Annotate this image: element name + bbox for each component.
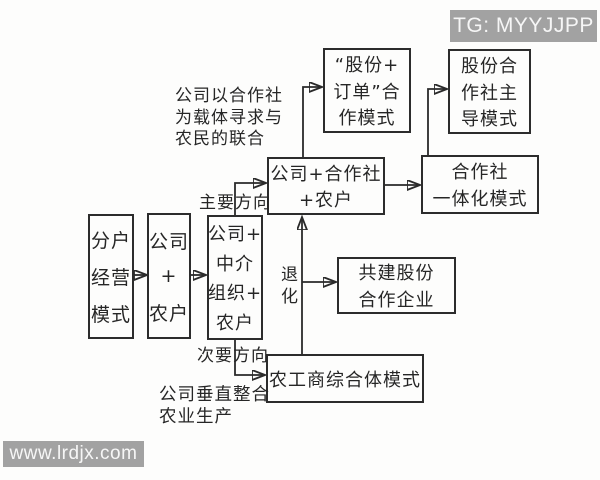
node-text-line: 导模式 <box>461 109 518 131</box>
note-text-line: 农民的联合 <box>175 129 265 149</box>
node-text-line: 农户 <box>216 312 254 334</box>
watermark-website: www.lrdjx.com <box>3 441 144 467</box>
node-company-plus-farmer: 公司 + 农户 <box>147 213 191 339</box>
label-char: 退 <box>281 265 299 285</box>
node-text-line: 农户 <box>149 302 190 325</box>
watermark-telegram: TG: MYYJJPP <box>450 10 597 42</box>
node-share-order-cooperation-mode: “股份+ 订单”合 作模式 <box>323 48 411 133</box>
node-text-line: 共建股份 <box>358 263 435 285</box>
label-secondary-direction: 次要方向 <box>197 346 269 366</box>
node-agri-industry-commerce-complex-mode: 农工商综合体模式 <box>266 354 424 403</box>
note-text-line: 公司以合作社 <box>175 86 283 106</box>
node-text-line: 经营 <box>90 267 131 289</box>
note-vertical-integration: 公司垂直整合 农业生产 <box>159 385 270 428</box>
note-text-line: 公司垂直整合 <box>159 385 270 405</box>
node-text-line: “股份+ <box>334 54 400 76</box>
label-char: 化 <box>281 287 299 307</box>
node-text-line: 作社主 <box>461 82 518 104</box>
node-company-coop-farmer: 公司+合作社 +农户 <box>267 157 385 215</box>
node-text-line: 一体化模式 <box>432 189 528 210</box>
node-text-line: 组织+ <box>207 283 263 305</box>
node-coop-integration-mode: 合作社 一体化模式 <box>421 155 539 214</box>
label-main-direction: 主要方向 <box>199 193 271 213</box>
node-joint-stock-enterprise: 共建股份 合作企业 <box>337 257 456 314</box>
node-company-intermediary-farmer: 公司+ 中介 组织+ 农户 <box>207 215 263 340</box>
connector-secondary-direction <box>234 339 264 375</box>
connector-ytih-to-gfzd <box>427 89 446 155</box>
node-share-coop-leading-mode: 股份合 作社主 导模式 <box>448 49 531 134</box>
node-text-line: 公司+合作社 <box>270 163 382 185</box>
node-text-line: 合作企业 <box>358 289 435 311</box>
node-text-line: 合作社 <box>451 162 509 183</box>
node-text-line: 中介 <box>216 253 254 275</box>
node-text-line: 公司+ <box>207 224 263 246</box>
node-text-line: 作模式 <box>338 108 396 130</box>
node-text-line: 分户 <box>90 230 131 252</box>
node-text-line: 模式 <box>90 304 131 326</box>
node-household-operation-mode: 分户 经营 模式 <box>88 214 134 339</box>
node-text-line: 农工商综合体模式 <box>269 369 421 391</box>
note-text-line: 农业生产 <box>159 406 233 427</box>
node-text-line: + <box>160 265 178 287</box>
node-text-line: 订单”合 <box>333 81 401 103</box>
connector-main-direction <box>234 183 265 215</box>
label-degeneration: 退 化 <box>281 264 299 308</box>
node-text-line: +农户 <box>298 190 354 212</box>
node-text-line: 股份合 <box>461 55 518 77</box>
note-coop-carrier-union: 公司以合作社 为载体寻求与 农民的联合 <box>175 86 283 151</box>
node-text-line: 公司 <box>149 230 190 253</box>
note-text-line: 为载体寻求与 <box>175 107 283 128</box>
connector-gshzs-to-gfdd <box>302 87 321 157</box>
